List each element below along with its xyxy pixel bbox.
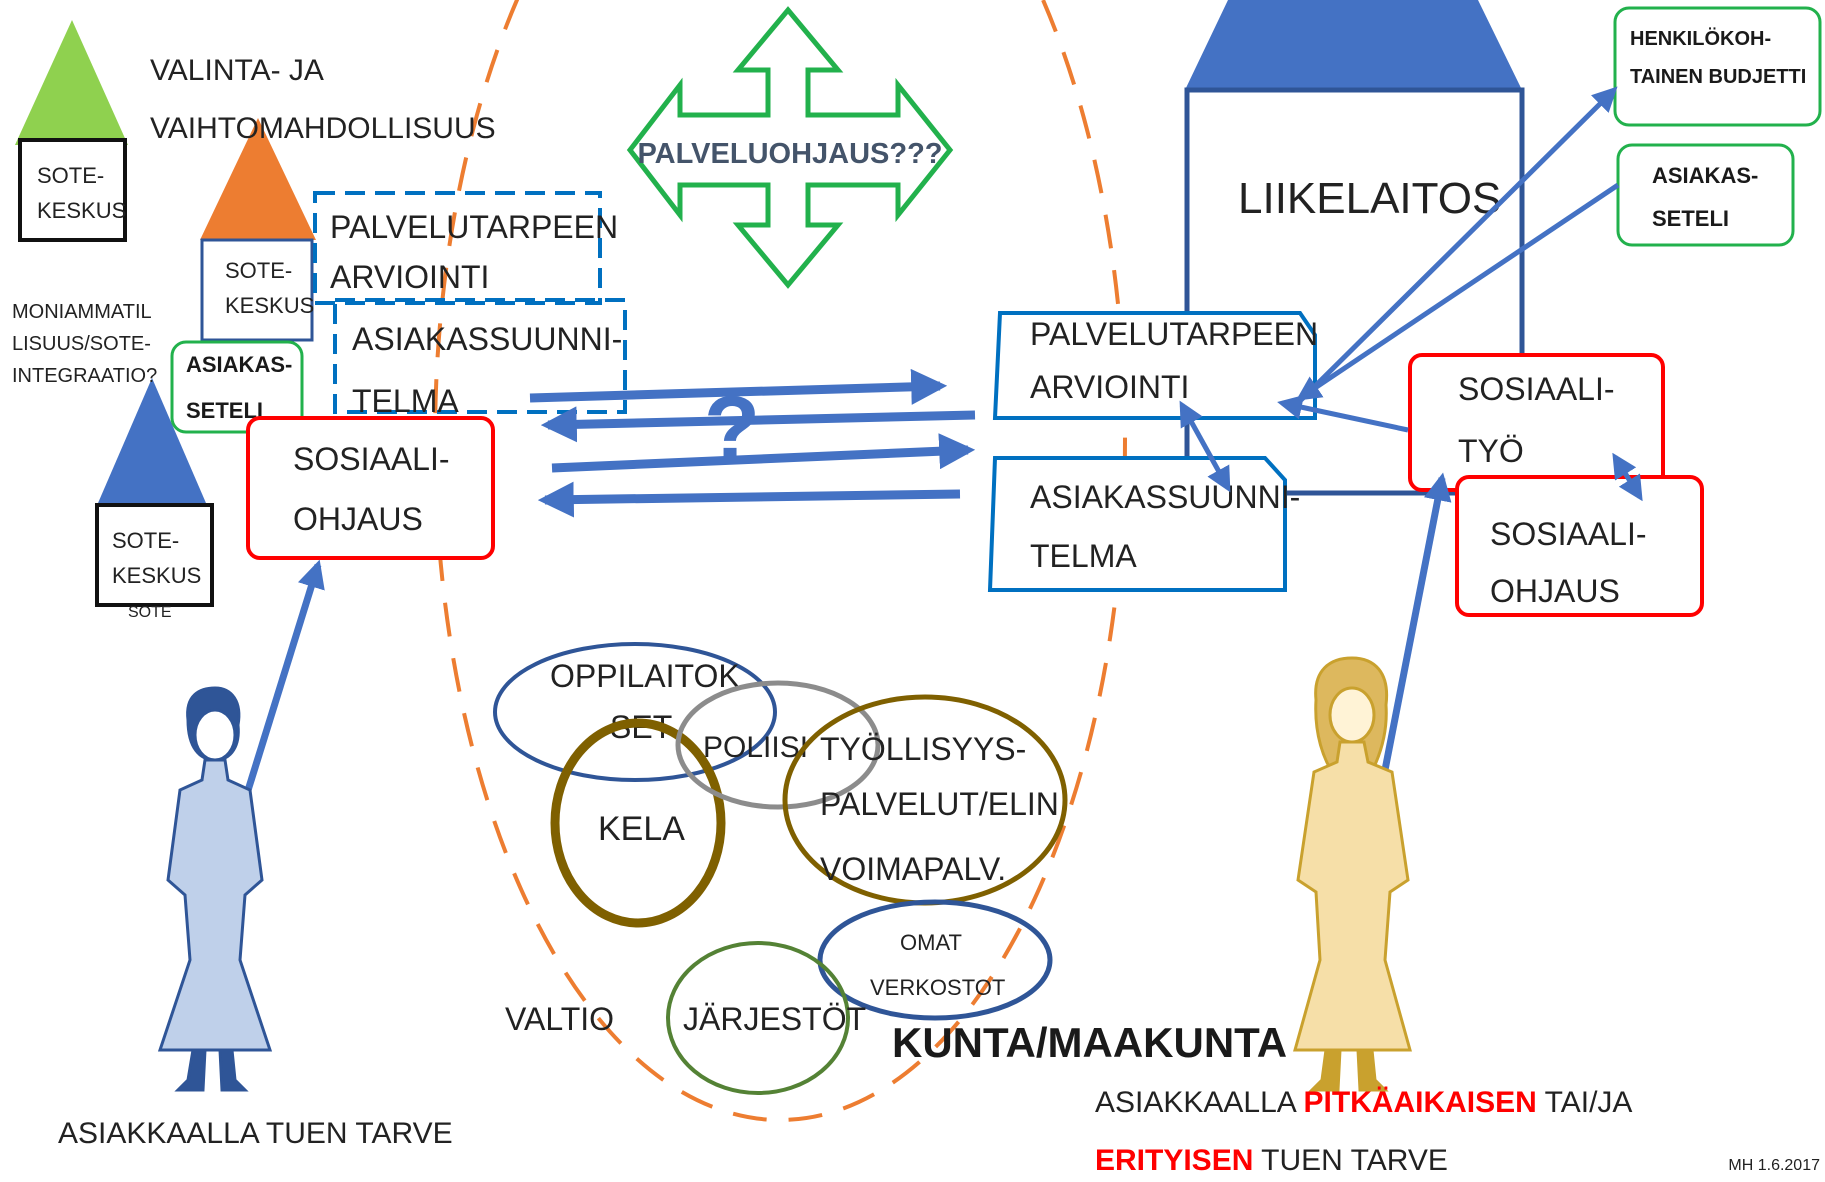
sote-centre-green: SOTE- KESKUS: [15, 20, 128, 242]
palveluohjaus-four-way-arrow: PALVELUOHJAUS???: [626, 6, 954, 289]
jarjestot-label: JÄRJESTÖT: [683, 1001, 866, 1037]
sote-centre-blue: SOTE- KESKUS SOTE: [95, 378, 214, 621]
tyollisyys-label-3: VOIMAPALV.: [820, 851, 1006, 887]
left-plan-label-1: ASIAKASSUUNNI-: [352, 321, 622, 357]
sote-label-orange-1: SOTE-: [225, 258, 292, 283]
right-voucher-box: ASIAKAS- SETELI: [1616, 143, 1795, 247]
sote-label-blue-1: SOTE-: [112, 528, 179, 553]
multiprof-label-2: LISUUS/SOTE-: [12, 333, 151, 355]
right-client-need-line2: ERITYISEN TUEN TARVE: [1095, 1144, 1448, 1177]
social-work-label-2: TYÖ: [1458, 433, 1524, 469]
palveluohjaus-label: PALVELUOHJAUS???: [637, 138, 942, 170]
right-assessment-label-1: PALVELUTARPEEN: [1030, 316, 1318, 352]
omat-verkostot-label-2: VERKOSTOT: [870, 975, 1005, 1000]
left-voucher-label-2: SETELI: [186, 398, 263, 423]
multiprof-label-3: INTEGRAATIO?: [12, 365, 157, 387]
kela-ellipse: [550, 718, 726, 928]
social-work-box: SOSIAALI- TYÖ: [1408, 353, 1665, 492]
sote-centre-orange: SOTE- KESKUS: [200, 118, 316, 342]
right-plan-label-1: ASIAKASSUUNNI-: [1030, 479, 1300, 515]
poliisi-ellipse: [675, 680, 881, 810]
omat-verkostot-ellipse: [817, 899, 1053, 1021]
right-plan-box: ASIAKASSUUNNI- TELMA: [987, 456, 1300, 592]
sote-label-1: SOTE-: [37, 163, 104, 188]
liikelaitos-label: LIIKELAITOS: [1238, 174, 1501, 223]
exchange-arrows: [529, 368, 976, 518]
oppilaitokset-label-1: OPPILAITOK: [550, 658, 740, 694]
jarjestot-ellipse: [666, 941, 850, 1095]
right-voucher-label-2: SETELI: [1652, 206, 1729, 231]
network-cluster: OPPILAITOK SET KELA POLIISI TYÖLLISYYS- …: [493, 642, 1068, 1095]
right-client-need-long-term: PITKÄAIKAISEN: [1303, 1086, 1536, 1119]
right-client-need-special: ERITYISEN: [1095, 1144, 1253, 1177]
omat-verkostot-label-1: OMAT: [900, 930, 962, 955]
right-assessment-box: PALVELUTARPEEN ARVIOINTI: [992, 311, 1318, 420]
left-social-guidance-label-2: OHJAUS: [293, 501, 423, 537]
multiprof-label-1: MONIAMMATIL: [12, 301, 152, 323]
left-client-need: ASIAKKAALLA TUEN TARVE: [58, 1117, 453, 1150]
personal-budget-box: HENKILÖKOH- TAINEN BUDJETTI: [1613, 6, 1822, 127]
right-client-need-suffix: TAI/JA: [1537, 1086, 1633, 1119]
left-plan-box: ASIAKASSUUNNI- TELMA: [333, 298, 627, 419]
tyollisyys-label-2: PALVELUT/ELIN: [820, 786, 1059, 822]
right-client-need-prefix: ASIAKKAALLA: [1095, 1086, 1303, 1119]
right-social-guidance-label-1: SOSIAALI-: [1490, 516, 1647, 552]
right-plan-label-2: TELMA: [1030, 538, 1137, 574]
right-client-figure: [1293, 656, 1412, 1092]
sote-label-orange-2: KESKUS: [225, 293, 314, 318]
sote-label-blue-2: KESKUS: [112, 563, 201, 588]
left-client-arrow: [241, 559, 325, 802]
social-work-label-1: SOSIAALI-: [1458, 371, 1615, 407]
personal-budget-label-2: TAINEN BUDJETTI: [1630, 66, 1806, 88]
left-assessment-label-1: PALVELUTARPEEN: [330, 209, 618, 245]
left-plan-label-2: TELMA: [352, 383, 459, 419]
poliisi-label: POLIISI: [703, 731, 808, 764]
left-assessment-box: PALVELUTARPEEN ARVIOINTI: [313, 191, 618, 305]
left-voucher-box: ASIAKAS- SETELI: [170, 340, 304, 434]
kela-label: KELA: [598, 810, 685, 848]
choice-title-2: VAIHTOMAHDOLLISUUS: [150, 112, 496, 145]
kunta-maakunta-label: KUNTA/MAAKUNTA: [892, 1019, 1287, 1066]
left-assessment-label-2: ARVIOINTI: [330, 259, 489, 295]
right-client-arrow: [1381, 472, 1452, 771]
right-assessment-label-2: ARVIOINTI: [1030, 369, 1189, 405]
personal-budget-label-1: HENKILÖKOH-: [1630, 27, 1771, 50]
right-connectors: [1179, 86, 1643, 502]
left-voucher-label-1: ASIAKAS-: [186, 352, 292, 377]
right-social-guidance-box: SOSIAALI- OHJAUS: [1455, 475, 1704, 617]
right-client-need-line1: ASIAKKAALLA PITKÄAIKAISEN TAI/JA: [1095, 1086, 1632, 1119]
left-social-guidance-box: SOSIAALI- OHJAUS: [246, 416, 495, 560]
sote-label-2: KESKUS: [37, 198, 126, 223]
liikelaitos-building: LIIKELAITOS: [1184, 0, 1525, 496]
sote-label-blue-partial: SOTE: [128, 604, 172, 621]
right-client-need-line2-suffix: TUEN TARVE: [1253, 1144, 1448, 1177]
signature: MH 1.6.2017: [1728, 1157, 1820, 1174]
valtio-label: VALTIO: [505, 1001, 614, 1037]
left-social-guidance-label-1: SOSIAALI-: [293, 441, 450, 477]
right-voucher-label-1: ASIAKAS-: [1652, 163, 1758, 188]
right-social-guidance-label-2: OHJAUS: [1490, 573, 1620, 609]
choice-title-1: VALINTA- JA: [150, 54, 324, 87]
oppilaitokset-ellipse: [493, 642, 777, 782]
left-client-figure: [157, 686, 273, 1092]
tyollisyys-label-1: TYÖLLISYYS-: [820, 731, 1026, 767]
exchange-question-mark: ?: [704, 378, 760, 480]
